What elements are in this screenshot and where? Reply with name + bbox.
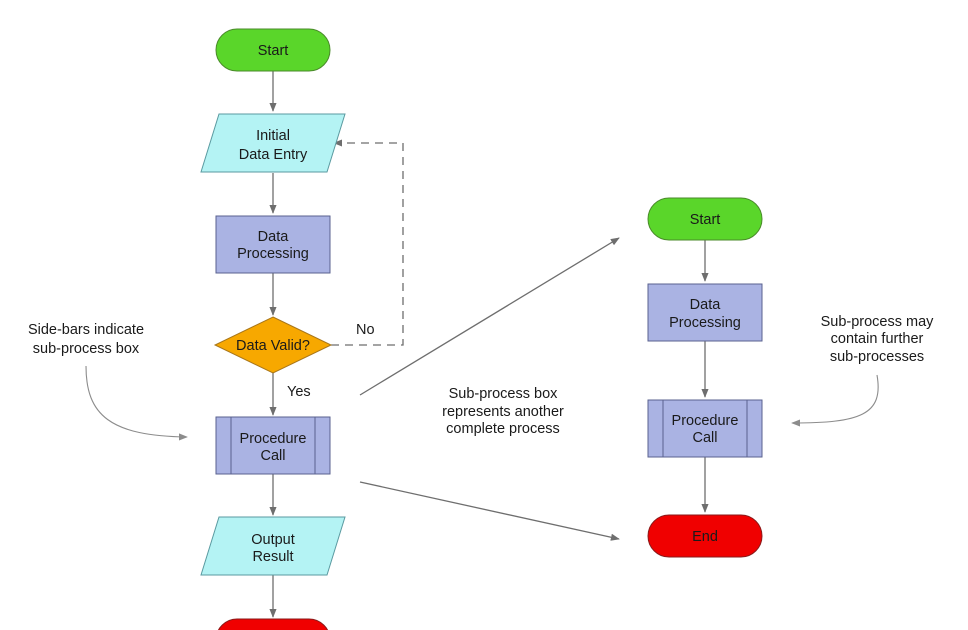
link-call-to-sub-end <box>359 481 620 541</box>
main-data-entry-label-line1: Initial <box>256 128 290 144</box>
main-output-label-line1: Output <box>251 532 295 548</box>
sub-procedure-call-box: Procedure Call <box>647 399 763 458</box>
note-nested-line3: sub-processes <box>830 349 924 365</box>
sub-start-label: Start <box>690 212 721 228</box>
link-call-to-sub-start <box>359 237 620 396</box>
main-procedure-call-label-line2: Call <box>261 448 286 464</box>
note-sidebars-line2: sub-process box <box>33 341 140 357</box>
sub-data-processing-box: Data Processing <box>647 283 763 342</box>
decision-no-label: No <box>356 322 375 338</box>
main-output-label-line2: Result <box>252 549 293 565</box>
main-data-entry-io: Initial Data Entry <box>200 113 346 173</box>
note-sidebars-line1: Side-bars indicate <box>28 322 144 338</box>
sub-procedure-call-label-line1: Procedure <box>672 413 739 429</box>
decision-yes-label: Yes <box>287 384 311 400</box>
main-procedure-call-box: Procedure Call <box>215 416 331 475</box>
main-start-label: Start <box>258 43 289 59</box>
sub-data-processing-label-line2: Processing <box>669 315 741 331</box>
main-decision-diamond: Data Valid? <box>213 316 333 374</box>
main-data-processing-box: Data Processing <box>215 215 331 274</box>
leader-sidebars <box>85 365 188 441</box>
sub-end-terminal: End <box>647 514 763 558</box>
note-subprocess-line3: complete process <box>446 421 560 437</box>
main-output-io: Output Result <box>200 516 346 576</box>
main-procedure-call-label-line1: Procedure <box>240 431 307 447</box>
note-nested-line1: Sub-process may <box>821 314 935 330</box>
sub-end-label: End <box>692 529 718 545</box>
sub-procedure-call-label-line2: Call <box>693 430 718 446</box>
note-subprocess-line2: represents another <box>442 404 564 420</box>
main-decision-label: Data Valid? <box>236 338 310 354</box>
sub-data-processing-label-line1: Data <box>690 297 722 313</box>
sub-start-terminal: Start <box>647 197 763 241</box>
main-data-entry-label-line2: Data Entry <box>239 147 308 163</box>
main-start-terminal: Start <box>215 28 331 72</box>
note-nested-line2: contain further <box>831 331 924 347</box>
main-data-processing-label-line1: Data <box>258 229 290 245</box>
leader-nested <box>791 374 879 427</box>
note-subprocess-line1: Sub-process box <box>449 386 559 402</box>
edge-decision-no-loop <box>331 139 404 346</box>
main-data-processing-label-line2: Processing <box>237 246 309 262</box>
main-end-terminal <box>217 618 329 630</box>
